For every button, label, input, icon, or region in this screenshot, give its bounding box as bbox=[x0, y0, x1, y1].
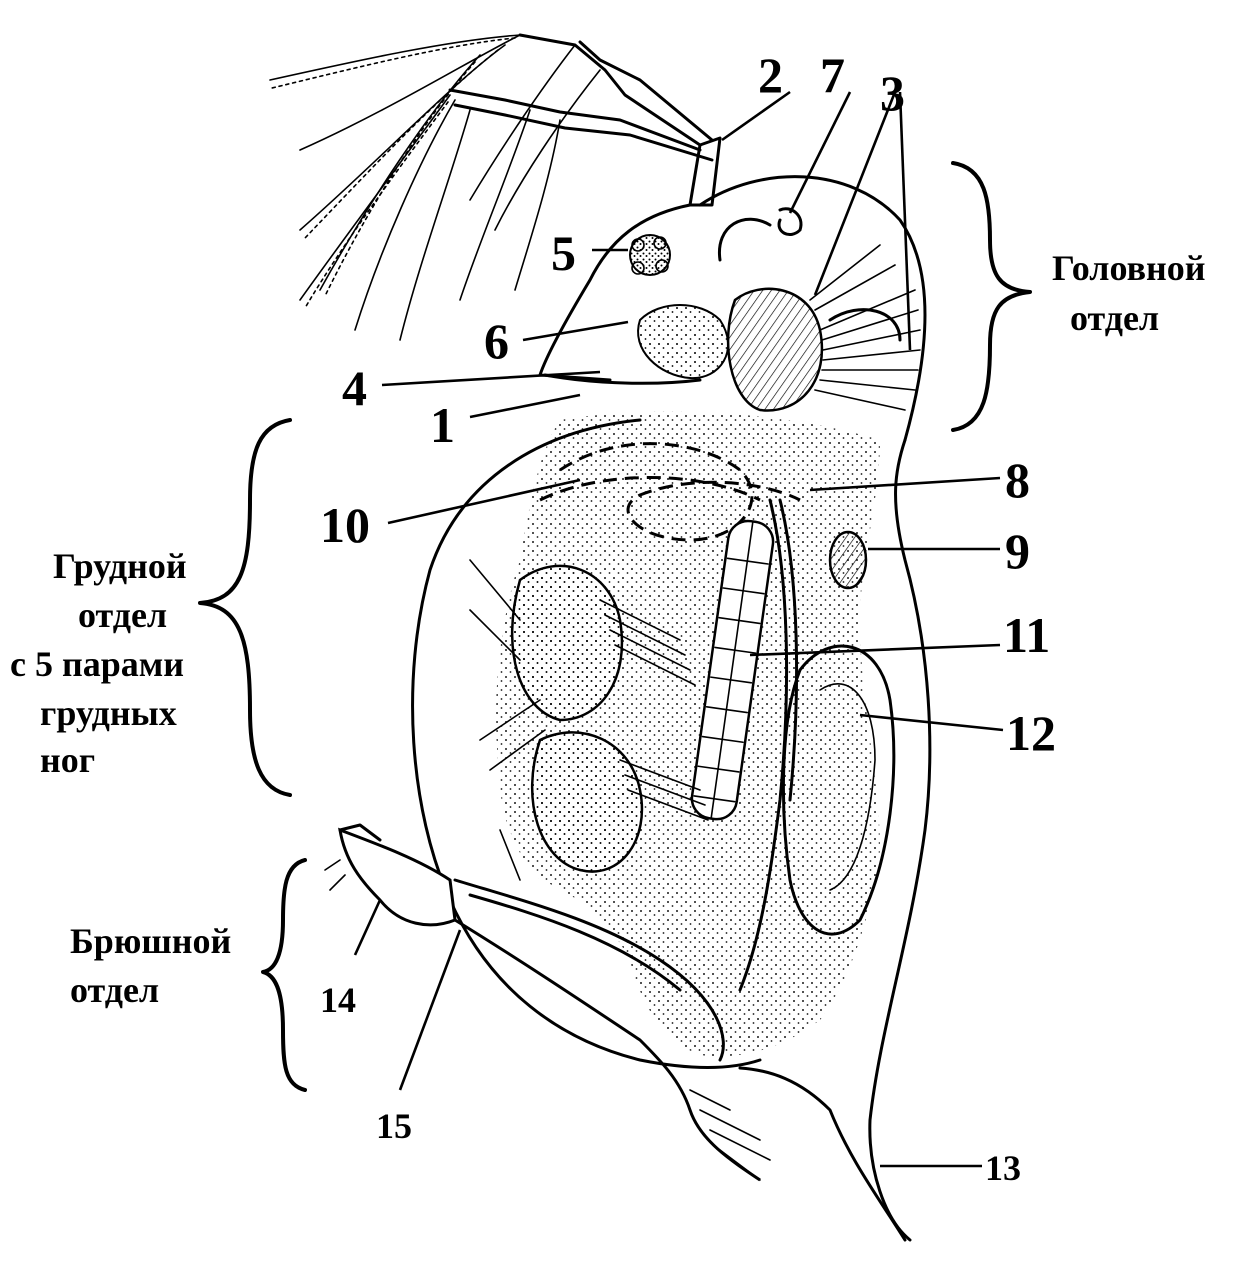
label-6: 6 bbox=[484, 313, 509, 369]
label-11: 11 bbox=[1003, 607, 1050, 663]
abdomen-section-line-1: Брюшной bbox=[70, 921, 231, 961]
thorax-section-line-2: отдел bbox=[78, 595, 167, 635]
head-brace bbox=[953, 163, 1030, 430]
thorax-section-line-4: грудных bbox=[40, 693, 177, 733]
label-12: 12 bbox=[1006, 705, 1056, 761]
antenna-drawing bbox=[270, 35, 720, 340]
label-5: 5 bbox=[551, 225, 576, 281]
label-3: 3 bbox=[880, 65, 905, 121]
head-section-line-2: отдел bbox=[1070, 298, 1159, 338]
label-1: 1 bbox=[430, 397, 455, 453]
label-13: 13 bbox=[985, 1148, 1021, 1188]
label-14: 14 bbox=[320, 980, 356, 1020]
carapace-drawing bbox=[413, 412, 930, 1240]
abdomen-brace bbox=[263, 860, 305, 1090]
thorax-section-line-5: ног bbox=[40, 740, 95, 780]
label-8: 8 bbox=[1005, 452, 1030, 508]
head-section-line-1: Головной bbox=[1052, 248, 1206, 288]
label-2: 2 bbox=[758, 47, 783, 103]
label-15: 15 bbox=[376, 1106, 412, 1146]
label-10: 10 bbox=[320, 497, 370, 553]
label-7: 7 bbox=[820, 47, 845, 103]
thorax-section-line-3: с 5 парами bbox=[10, 644, 184, 684]
abdomen-section-line-2: отдел bbox=[70, 970, 159, 1010]
label-9: 9 bbox=[1005, 523, 1030, 579]
thorax-section-line-1: Грудной bbox=[53, 546, 187, 586]
label-4: 4 bbox=[342, 360, 367, 416]
head-drawing bbox=[540, 177, 925, 440]
thorax-brace bbox=[200, 420, 290, 795]
